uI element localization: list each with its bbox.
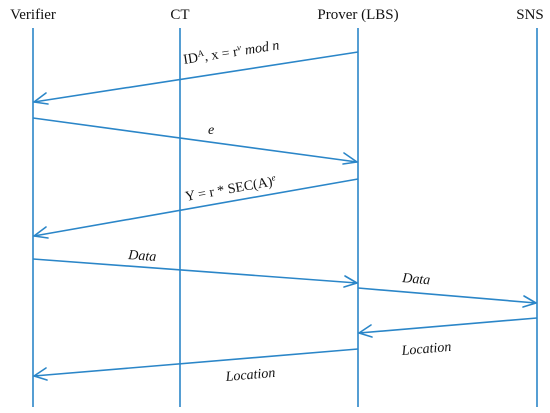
message-response-arrow	[33, 178, 359, 237]
message-location-to-prover-label: Location	[400, 340, 452, 359]
message-data-to-sns-arrow	[357, 287, 537, 304]
message-data-to-sns-arrowhead	[522, 295, 537, 308]
message-commitment: IDA, x = rv mod n	[33, 36, 359, 105]
message-challenge-arrowhead	[342, 152, 358, 165]
message-location-to-verifier-label: Location	[224, 366, 276, 385]
message-location-to-prover-arrowhead	[358, 324, 373, 338]
message-location-to-prover-arrow	[358, 317, 538, 334]
message-data-to-prover-arrowhead	[343, 275, 358, 288]
message-response-label: Υ = r * SEC(A)e	[184, 172, 278, 205]
message-location-to-verifier-arrowhead	[33, 367, 48, 381]
participant-prover-label: Prover (LBS)	[317, 7, 398, 23]
participant-ct-label: CT	[170, 7, 189, 23]
message-data-to-prover: Data	[32, 248, 358, 288]
message-data-to-sns: Data	[357, 271, 537, 308]
message-data-to-sns-label: Data	[401, 271, 431, 288]
message-challenge: e	[32, 117, 358, 165]
participant-sns-label: SNS	[516, 7, 544, 23]
message-challenge-label: e	[208, 123, 214, 138]
message-location-to-verifier: Location	[33, 348, 359, 385]
message-commitment-label: IDA, x = rv mod n	[182, 36, 280, 68]
message-response-arrowhead	[33, 226, 49, 239]
message-data-to-prover-label: Data	[127, 248, 157, 265]
message-response: Υ = r * SEC(A)e	[33, 172, 359, 239]
message-challenge-arrow	[32, 117, 358, 163]
participant-verifier-label: Verifier	[10, 7, 56, 23]
message-location-to-prover: Location	[358, 317, 538, 359]
message-data-to-prover-arrow	[32, 258, 358, 284]
message-location-to-verifier-arrow	[33, 348, 359, 377]
message-commitment-arrow	[33, 51, 359, 103]
message-commitment-arrowhead	[33, 92, 49, 105]
